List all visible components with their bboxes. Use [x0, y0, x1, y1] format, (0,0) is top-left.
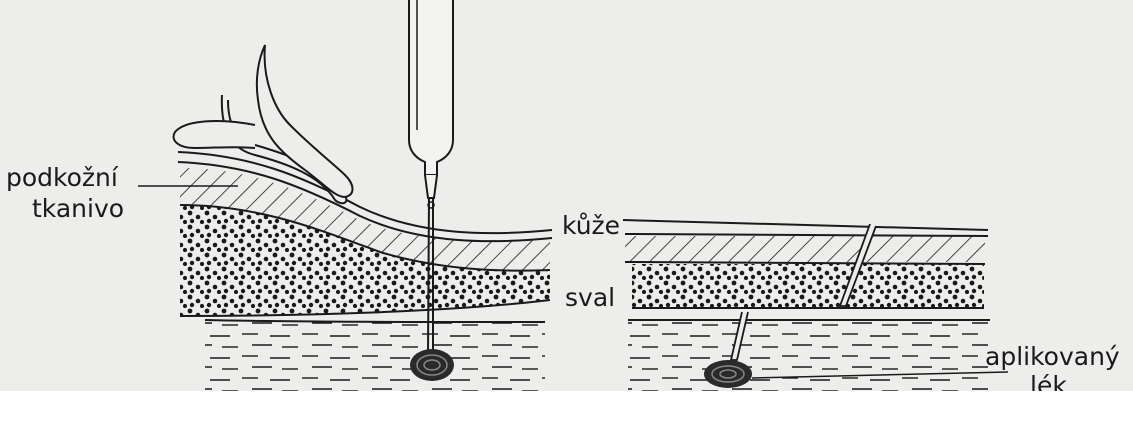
finger-pinch	[174, 121, 255, 148]
drug-deposit-left	[410, 349, 454, 381]
skin-hatched-layer-right	[625, 236, 985, 262]
fat-dotted-layer-right	[632, 264, 984, 308]
drug-deposit-right	[704, 360, 752, 388]
label-subcutaneous-line2: tkanivo	[32, 196, 124, 222]
needle-left	[428, 198, 429, 355]
label-applied-line1: aplikovaný	[985, 344, 1120, 370]
right-panel	[623, 220, 1008, 400]
label-muscle: sval	[565, 285, 615, 311]
muscle-layer-left	[205, 322, 545, 400]
skin-surface-right	[623, 220, 988, 230]
syringe-barrel	[409, 0, 453, 175]
syringe-hub	[425, 175, 437, 198]
muscle-layer-right	[628, 322, 988, 394]
label-subcutaneous-line1: podkožní	[6, 165, 118, 191]
label-skin: kůže	[562, 213, 620, 239]
label-applied-line2: lék	[1030, 373, 1067, 399]
left-panel	[138, 0, 552, 408]
